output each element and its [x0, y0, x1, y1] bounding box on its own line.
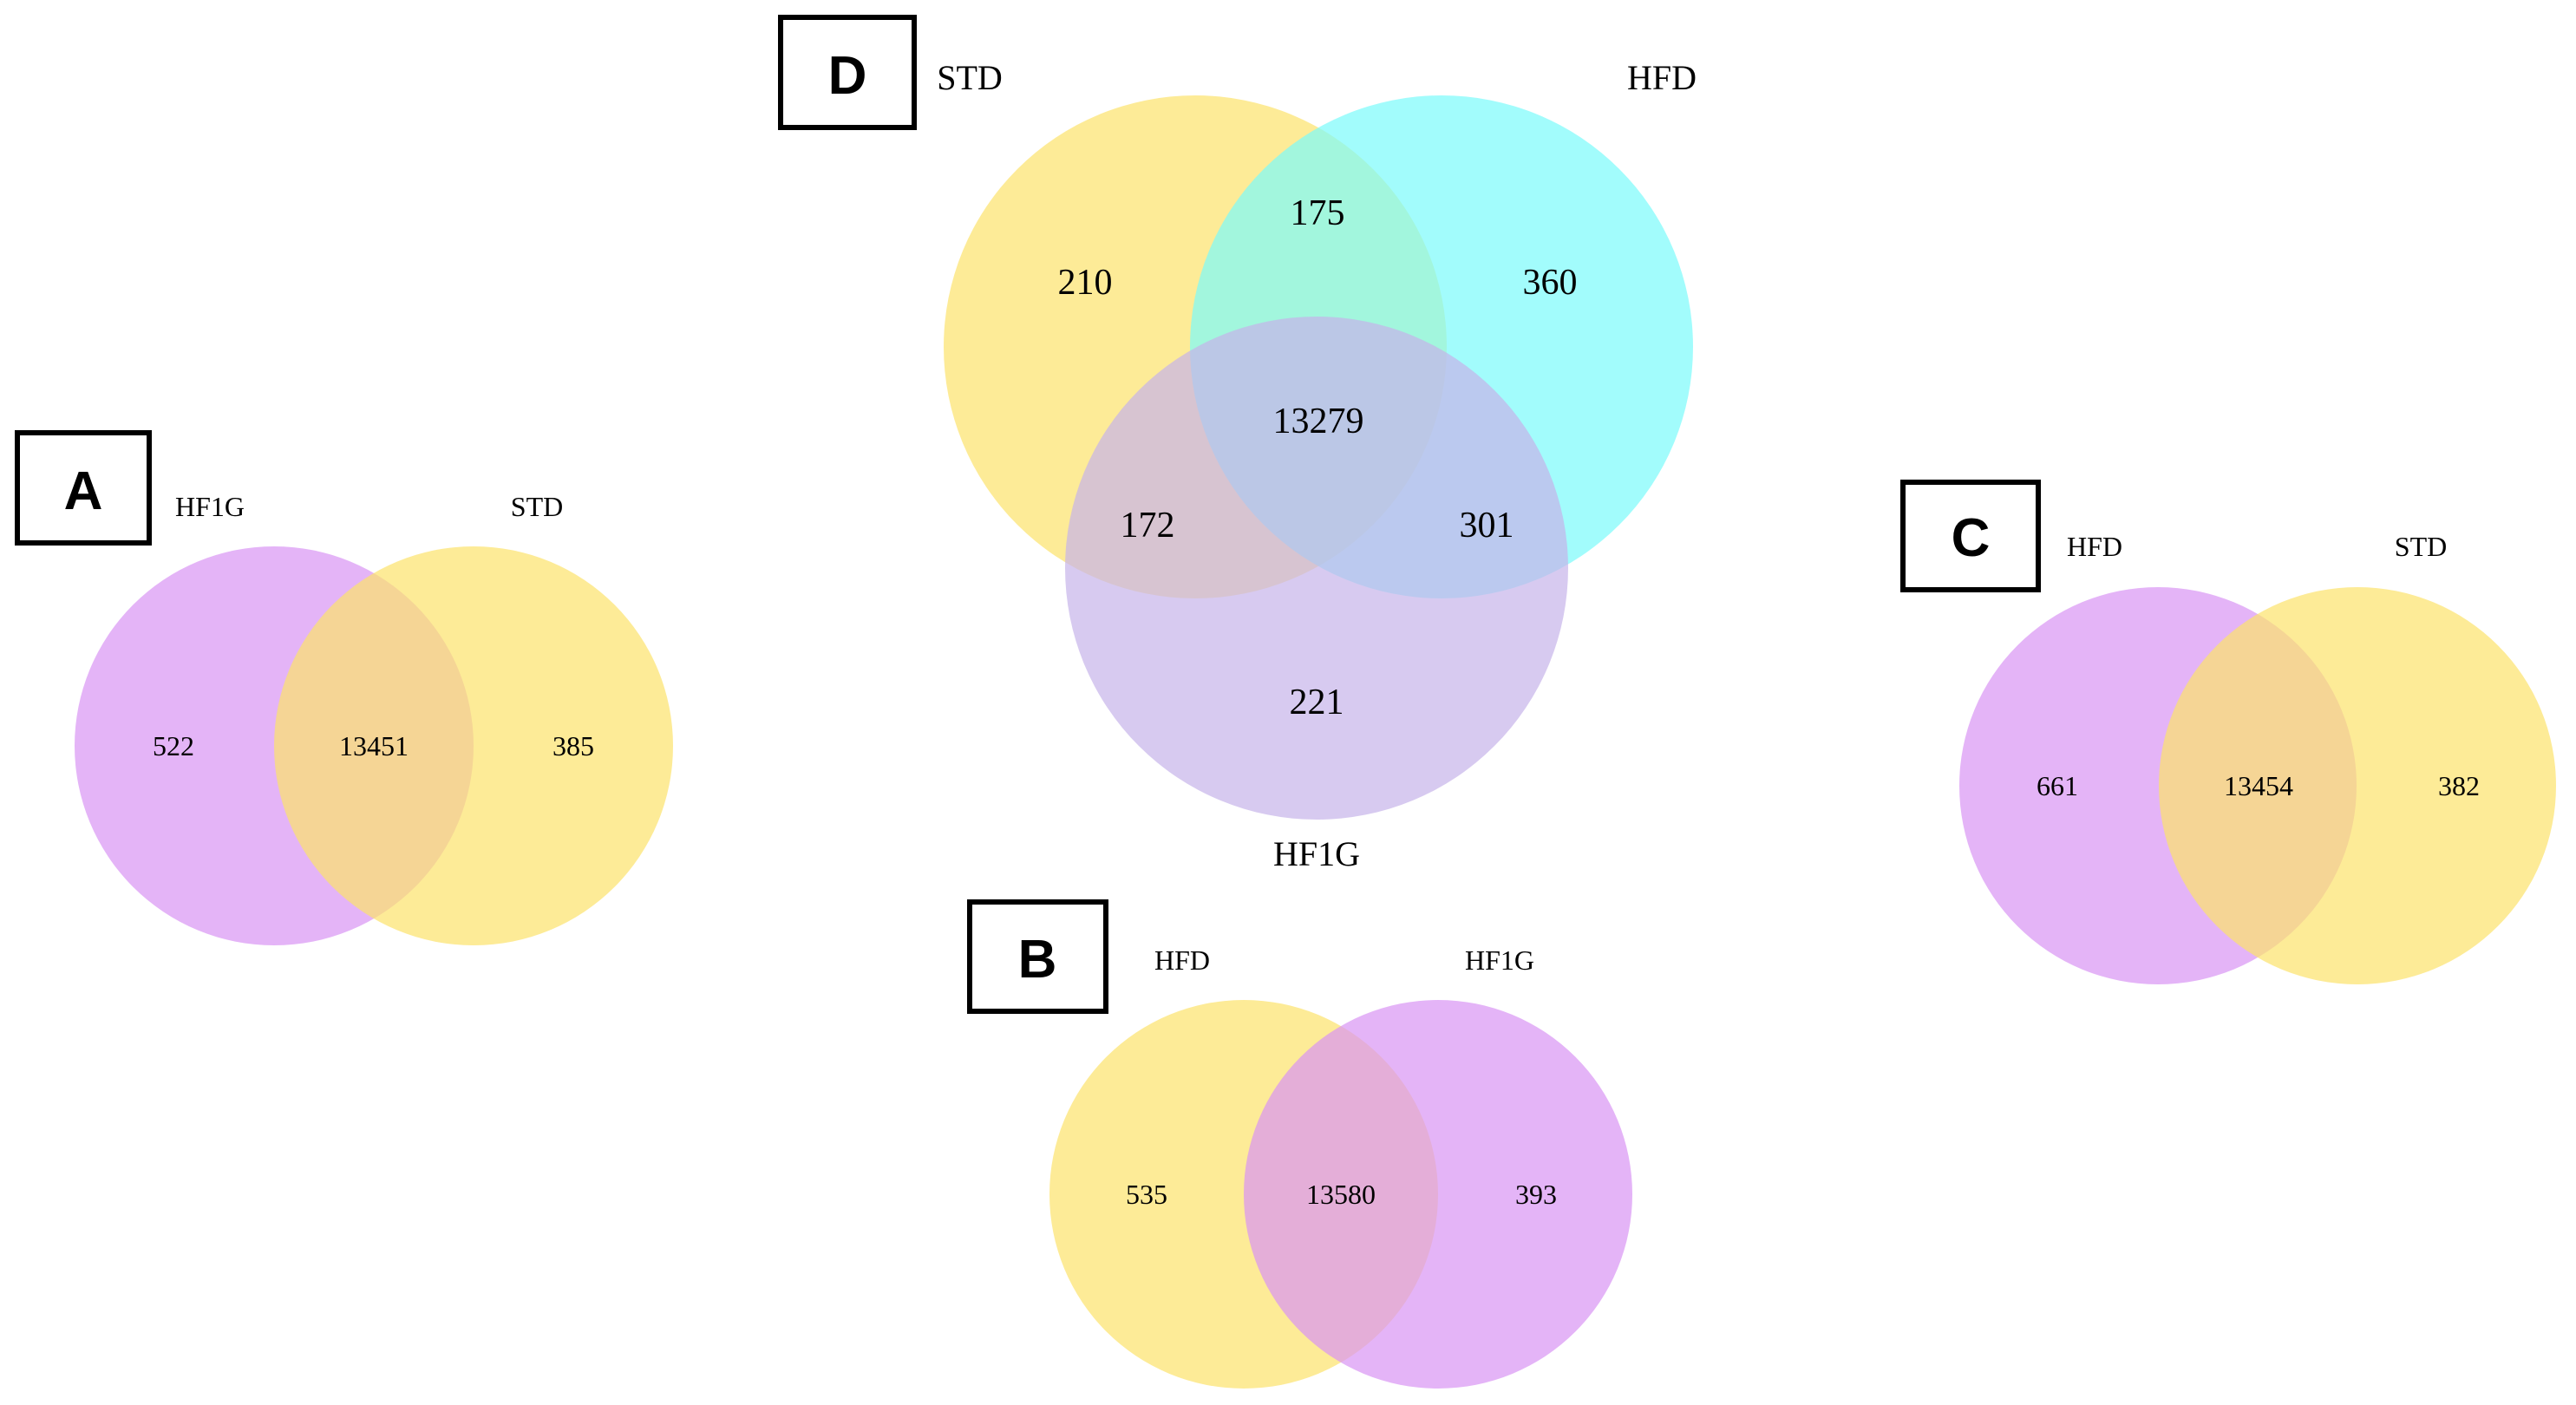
- panel-a-count-intersection: 13451: [339, 730, 409, 761]
- panel-c: C HFD STD 661 13454 382: [1900, 480, 2556, 984]
- panel-b-letter: B: [1018, 930, 1057, 990]
- panel-c-label-box: [1900, 480, 2041, 592]
- panel-d-letter: D: [828, 46, 867, 106]
- panel-c-count-intersection: 13454: [2224, 770, 2293, 801]
- panel-b-label-box: [967, 899, 1108, 1014]
- panel-d-count-hf1g-only: 221: [1290, 683, 1344, 722]
- panel-d-count-hfd-hf1g: 301: [1460, 506, 1514, 546]
- panel-a-count-left-only: 522: [153, 730, 194, 761]
- panel-d-set-label-hfd: HFD: [1627, 58, 1697, 97]
- panel-d-label-box: [778, 15, 917, 130]
- panel-d-count-std-only: 210: [1058, 263, 1113, 303]
- panel-b-set-label-right: HF1G: [1465, 944, 1534, 976]
- panel-c-set-label-right: STD: [2395, 531, 2447, 562]
- panel-d-set-label-std: STD: [937, 58, 1003, 97]
- panel-a-label-box: [15, 430, 152, 546]
- panel-a-circle-right: [274, 546, 673, 945]
- panel-b: B HFD HF1G 535 13580 393: [967, 899, 1632, 1389]
- panel-d-count-hfd-only: 360: [1523, 263, 1578, 303]
- panel-b-set-label-left: HFD: [1154, 944, 1210, 976]
- panel-b-count-left-only: 535: [1126, 1179, 1167, 1210]
- panel-b-count-right-only: 393: [1515, 1179, 1557, 1210]
- panel-c-count-right-only: 382: [2438, 770, 2480, 801]
- panel-c-count-left-only: 661: [2037, 770, 2078, 801]
- panel-b-circle-right: [1244, 1000, 1632, 1389]
- panel-a-letter: A: [64, 461, 103, 521]
- panel-d-count-std-hfd: 175: [1291, 193, 1345, 233]
- panel-c-circle-right: [2159, 587, 2556, 984]
- panel-a-set-label-right: STD: [511, 491, 563, 522]
- panel-a-count-right-only: 385: [552, 730, 594, 761]
- panel-c-set-label-left: HFD: [2067, 531, 2122, 562]
- panel-d-circle-hf1g: [1065, 317, 1568, 820]
- panel-a: A HF1G STD 522 13451 385: [15, 430, 673, 945]
- panel-d-set-label-hf1g: HF1G: [1273, 834, 1360, 873]
- panel-b-count-intersection: 13580: [1306, 1179, 1376, 1210]
- panel-c-letter: C: [1952, 508, 1991, 568]
- panel-d-count-std-hf1g: 172: [1121, 506, 1175, 546]
- panel-a-set-label-left: HF1G: [175, 491, 245, 522]
- panel-d: D STD HFD HF1G 210 175 360 13279 172 301…: [778, 15, 1697, 873]
- panel-d-count-all-three: 13279: [1273, 402, 1364, 441]
